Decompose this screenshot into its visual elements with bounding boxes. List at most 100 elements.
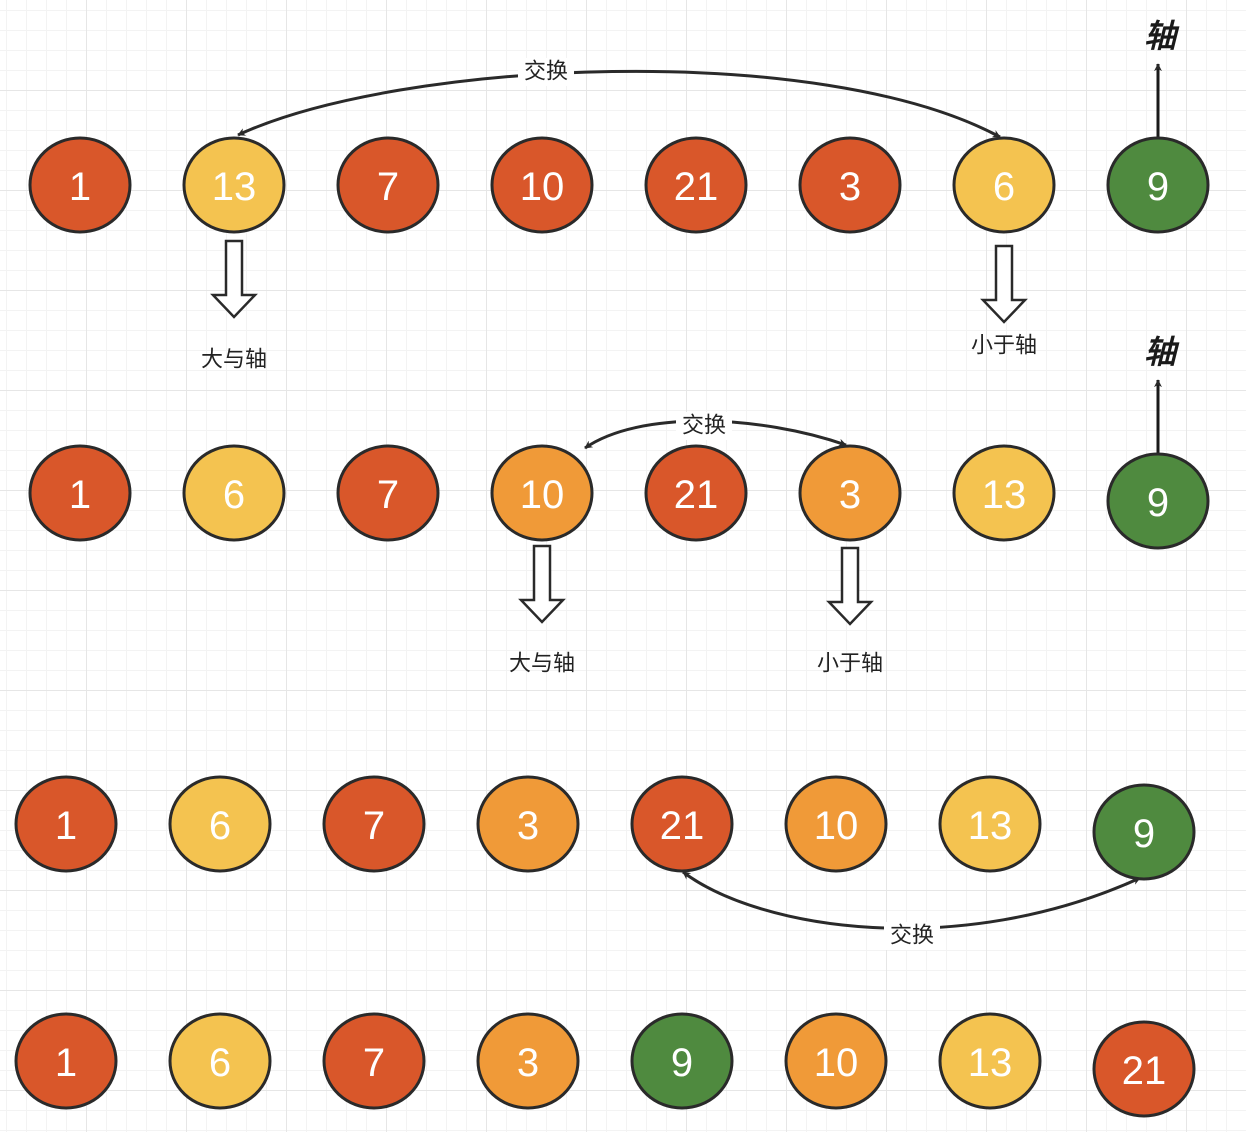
hollow-down-arrow: [210, 239, 258, 319]
value-node: 10: [490, 444, 594, 542]
node-circle: [14, 1012, 118, 1110]
swap-label-bg: [518, 58, 574, 86]
value-node: 10: [784, 775, 888, 873]
node-value: 9: [1133, 812, 1155, 856]
value-node: 3: [798, 136, 902, 234]
value-node: 9: [1106, 452, 1210, 550]
node-value: 1: [55, 1041, 77, 1085]
node-circle: [644, 444, 748, 542]
value-node: 3: [476, 1012, 580, 1110]
node-value: 1: [69, 165, 91, 209]
greater-than-pivot-label: 大与轴: [509, 652, 575, 677]
value-node: 9: [630, 1012, 734, 1110]
node-circle: [322, 1012, 426, 1110]
node-value: 6: [993, 165, 1015, 209]
node-circle: [644, 136, 748, 234]
node-circle: [798, 444, 902, 542]
node-circle: [952, 444, 1056, 542]
hollow-down-arrow: [826, 546, 874, 626]
node-value: 9: [1147, 481, 1169, 525]
node-circle: [182, 444, 286, 542]
node-value: 10: [520, 473, 565, 517]
labels-layer: 交换交换交换轴轴大与轴小于轴大与轴小于轴: [201, 17, 1180, 950]
value-node: 7: [322, 775, 426, 873]
value-node: 13: [182, 136, 286, 234]
less-than-pivot-label: 小于轴: [971, 334, 1037, 359]
swap-label-bg: [676, 412, 732, 440]
value-node: 1: [28, 136, 132, 234]
node-circle: [490, 444, 594, 542]
value-node: 9: [1106, 136, 1210, 234]
hollow-down-arrow: [980, 244, 1028, 324]
node-circle: [1106, 452, 1210, 550]
node-circle: [28, 444, 132, 542]
pivot-label: 轴: [1144, 333, 1180, 371]
value-node: 7: [336, 444, 440, 542]
node-circle: [168, 775, 272, 873]
node-circle: [1106, 136, 1210, 234]
node-value: 13: [982, 473, 1027, 517]
node-circle: [784, 775, 888, 873]
node-value: 6: [223, 473, 245, 517]
swap-arrow: [237, 69, 1001, 139]
node-circle: [14, 775, 118, 873]
node-circle: [476, 775, 580, 873]
arrows-layer: [210, 63, 1162, 930]
nodes-layer: 1 13 7 10 21 3 6 9 1 6 7 10 21 3 13 9 1 6 7 3 21 10 13 9 1 6 7 3 9 10…: [14, 136, 1210, 1118]
less-than-pivot-label: 小于轴: [817, 652, 883, 677]
value-node: 1: [14, 1012, 118, 1110]
node-circle: [630, 775, 734, 873]
value-node: 21: [1092, 1020, 1196, 1118]
node-circle: [490, 136, 594, 234]
node-value: 7: [363, 804, 385, 848]
swap-label: 交换: [890, 924, 934, 949]
swap-arrow: [682, 870, 1141, 930]
node-value: 1: [69, 473, 91, 517]
value-node: 21: [630, 775, 734, 873]
node-value: 13: [968, 1041, 1013, 1085]
node-value: 6: [209, 1041, 231, 1085]
value-node: 6: [168, 775, 272, 873]
node-circle: [336, 136, 440, 234]
node-value: 7: [377, 165, 399, 209]
swap-label: 交换: [524, 60, 568, 85]
value-node: 10: [490, 136, 594, 234]
value-node: 13: [952, 444, 1056, 542]
node-value: 7: [377, 473, 399, 517]
node-value: 10: [814, 1041, 859, 1085]
node-value: 21: [1122, 1049, 1167, 1093]
node-value: 3: [839, 473, 861, 517]
node-value: 3: [517, 1041, 539, 1085]
node-circle: [1092, 783, 1196, 881]
value-node: 6: [182, 444, 286, 542]
hollow-down-arrow: [518, 544, 566, 624]
node-circle: [182, 136, 286, 234]
value-node: 9: [1092, 783, 1196, 881]
node-value: 3: [517, 804, 539, 848]
value-node: 1: [14, 775, 118, 873]
value-node: 6: [168, 1012, 272, 1110]
node-value: 9: [1147, 165, 1169, 209]
value-node: 3: [798, 444, 902, 542]
pivot-label: 轴: [1144, 17, 1180, 55]
node-value: 10: [814, 804, 859, 848]
value-node: 13: [938, 775, 1042, 873]
greater-than-pivot-label: 大与轴: [201, 348, 267, 373]
node-value: 7: [363, 1041, 385, 1085]
value-node: 10: [784, 1012, 888, 1110]
node-value: 1: [55, 804, 77, 848]
swap-label: 交换: [682, 414, 726, 439]
node-circle: [798, 136, 902, 234]
value-node: 3: [476, 775, 580, 873]
node-value: 21: [674, 165, 719, 209]
node-value: 10: [520, 165, 565, 209]
node-circle: [1092, 1020, 1196, 1118]
value-node: 1: [28, 444, 132, 542]
node-circle: [784, 1012, 888, 1110]
node-value: 21: [660, 804, 705, 848]
node-value: 13: [212, 165, 257, 209]
value-node: 21: [644, 136, 748, 234]
node-circle: [28, 136, 132, 234]
node-circle: [476, 1012, 580, 1110]
node-value: 21: [674, 473, 719, 517]
